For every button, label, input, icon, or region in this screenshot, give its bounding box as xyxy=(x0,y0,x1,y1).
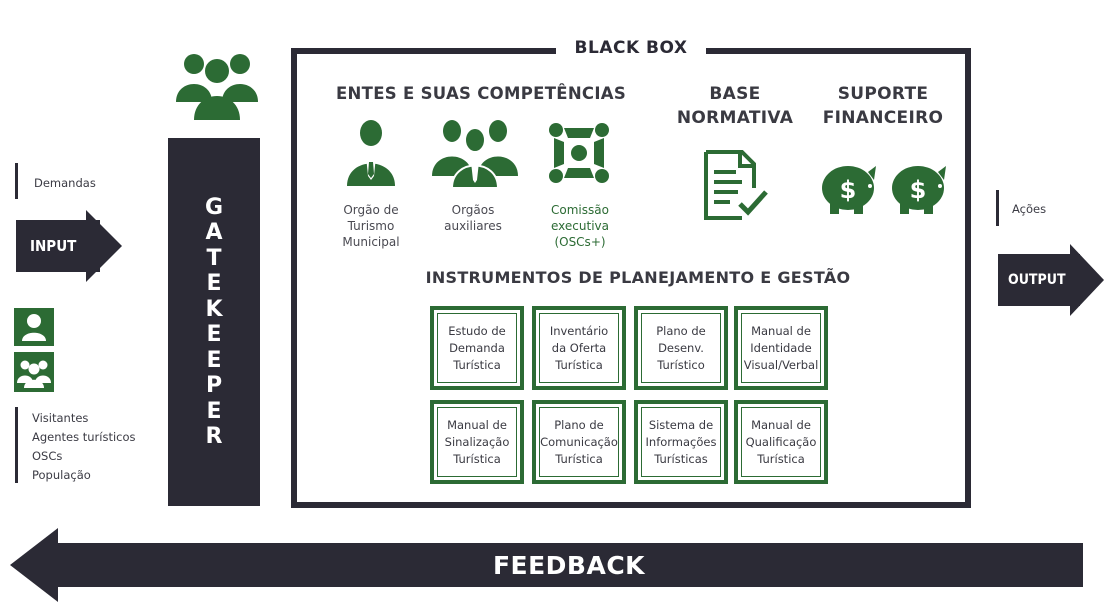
base-normativa-heading: BASE NORMATIVA xyxy=(676,84,794,128)
gatekeeper-letter: T xyxy=(206,245,222,271)
instrument-label: Manual de Identidade Visual/Verbal xyxy=(743,323,819,372)
gatekeeper-bar: G A T E K E E P E R xyxy=(168,138,260,506)
gatekeeper-letter: P xyxy=(205,373,223,398)
person-icon xyxy=(14,308,54,346)
instrument-box: Manual de Identidade Visual/Verbal xyxy=(734,306,828,390)
feedback-arrow: FEEDBACK xyxy=(55,543,1083,587)
actor-item: Agentes turísticos xyxy=(32,430,136,444)
gatekeeper-letter: E xyxy=(206,398,222,424)
actions-divider xyxy=(996,190,999,226)
instrument-label: Manual de Qualificação Turística xyxy=(745,417,817,466)
instrument-label: Plano de Desenv. Turístico xyxy=(656,323,706,372)
actor-item: Visitantes xyxy=(32,411,89,425)
svg-text:$: $ xyxy=(910,176,927,204)
actors-list: Visitantes Agentes turísticos OSCs Popul… xyxy=(32,409,136,485)
instrument-label: Estudo de Demanda Turística xyxy=(448,323,506,372)
suporte-financeiro-heading: SUPORTE FINANCEIRO xyxy=(822,84,944,128)
black-box-title: BLACK BOX xyxy=(556,35,706,61)
gatekeeper-letter: R xyxy=(205,424,223,449)
gatekeeper-group-icon xyxy=(172,48,262,122)
group-icon xyxy=(14,352,54,392)
actors-divider xyxy=(15,407,18,483)
instrument-box: Manual de Qualificação Turística xyxy=(734,400,828,484)
instrumentos-heading: INSTRUMENTOS DE PLANEJAMENTO E GESTÃO xyxy=(425,268,851,287)
businessman-icon xyxy=(343,118,399,188)
instrument-box: Estudo de Demanda Turística xyxy=(430,306,524,390)
instrument-label: Plano de Comunicação Turística xyxy=(540,417,618,466)
feedback-arrow-head xyxy=(10,528,58,602)
gatekeeper-letter: E xyxy=(206,347,222,373)
feedback-label: FEEDBACK xyxy=(492,550,646,580)
demands-divider xyxy=(15,163,18,199)
gatekeeper-letter: K xyxy=(205,296,223,322)
instrument-box: Manual de Sinalização Turística xyxy=(430,400,524,484)
ente-label-orgao: Orgão de Turismo Municipal xyxy=(342,203,400,249)
instrument-box: Sistema de Informações Turísticas xyxy=(634,400,728,484)
instrument-label: Sistema de Informações Turísticas xyxy=(645,417,717,466)
piggy-bank-icon: $ xyxy=(888,160,950,216)
piggy-bank-icon: $ xyxy=(818,160,880,216)
instrument-box: Inventário da Oferta Turística xyxy=(532,306,626,390)
actor-item: População xyxy=(32,468,91,482)
commission-circle-icon xyxy=(546,120,612,186)
gatekeeper-letter: E xyxy=(206,271,222,296)
instrument-label: Inventário da Oferta Turística xyxy=(549,323,609,372)
ente-label-comissao: Comissão executiva (OSCs+) xyxy=(551,203,609,249)
actor-item: OSCs xyxy=(32,449,63,463)
output-label: OUTPUT xyxy=(1008,272,1066,288)
instrument-box: Plano de Comunicação Turística xyxy=(532,400,626,484)
svg-text:$: $ xyxy=(840,176,857,204)
instrument-box: Plano de Desenv. Turístico xyxy=(634,306,728,390)
demands-label: Demandas xyxy=(34,176,96,190)
actions-label: Ações xyxy=(1012,202,1047,216)
gatekeeper-letter: G xyxy=(204,194,224,220)
output-arrow-head xyxy=(1070,244,1104,316)
input-label: INPUT xyxy=(30,237,77,255)
ente-label-auxiliares: Orgãos auxiliares xyxy=(444,203,502,233)
businessmen-group-icon xyxy=(432,118,518,189)
instrument-label: Manual de Sinalização Turística xyxy=(444,417,510,466)
gatekeeper-letter: A xyxy=(205,220,223,245)
output-arrow: OUTPUT xyxy=(998,254,1080,306)
entes-heading: ENTES E SUAS COMPETÊNCIAS xyxy=(335,84,627,103)
gatekeeper-letter: E xyxy=(206,322,222,347)
input-arrow-head xyxy=(86,210,122,282)
document-check-icon xyxy=(702,148,772,222)
